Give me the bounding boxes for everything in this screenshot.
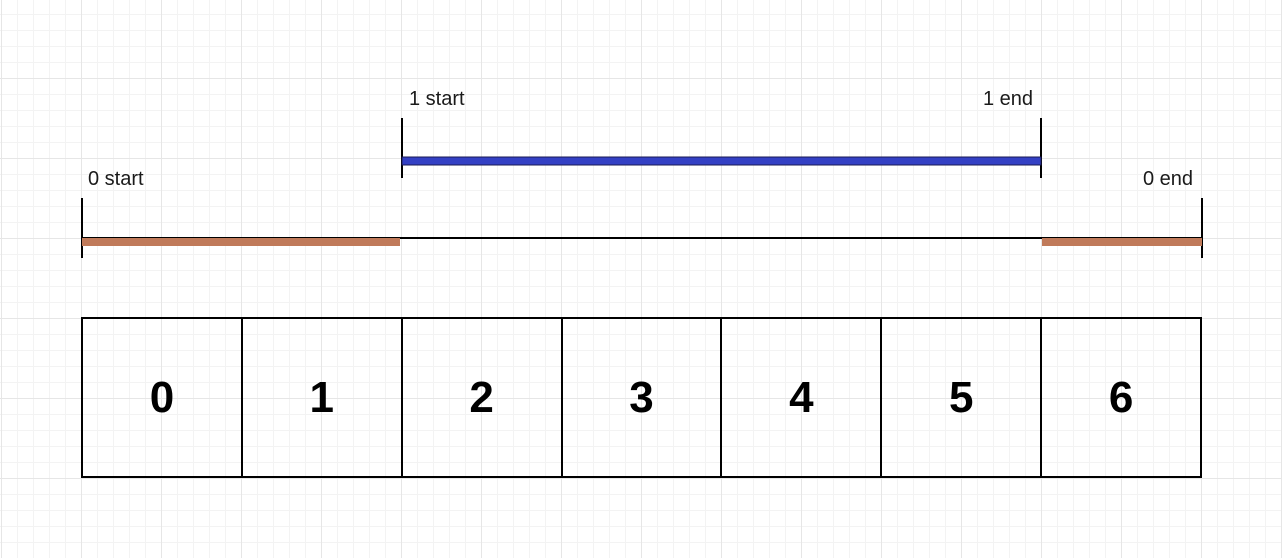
range-0-start-label: 0 start bbox=[88, 168, 144, 190]
array-cells: 0 1 2 3 4 5 6 bbox=[81, 317, 1202, 478]
range-0-segment-left bbox=[82, 238, 400, 246]
range-0-segment-right bbox=[1042, 238, 1202, 246]
array-cell: 4 bbox=[722, 319, 883, 476]
range-1-segment bbox=[401, 156, 1042, 166]
range-0-end-label: 0 end bbox=[1142, 168, 1193, 190]
array-cell: 1 bbox=[243, 319, 403, 476]
range-1-end-label: 1 end bbox=[982, 88, 1033, 110]
array-cell: 2 bbox=[403, 319, 563, 476]
array-cell: 3 bbox=[563, 319, 723, 476]
array-cell: 5 bbox=[882, 319, 1043, 476]
array-cell: 0 bbox=[83, 319, 243, 476]
range-1-start-label: 1 start bbox=[409, 88, 465, 110]
array-cell: 6 bbox=[1108, 372, 1134, 422]
